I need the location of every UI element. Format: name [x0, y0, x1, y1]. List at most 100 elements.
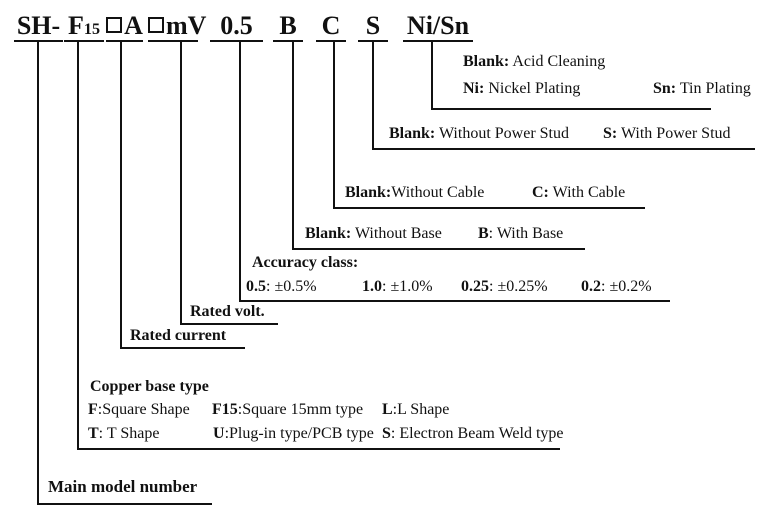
plating-sn-option: Sn: Tin Plating: [653, 79, 751, 99]
rule-rated-current: [120, 347, 245, 349]
rule-cable: [333, 207, 645, 209]
stud-blank-key: Blank:: [389, 125, 436, 142]
rule-power-stud: [372, 148, 755, 150]
copper-s-option: S: Electron Beam Weld type: [382, 424, 564, 444]
accuracy-025-key: 0.25: [461, 278, 489, 295]
copper-f-key: F: [88, 401, 98, 418]
copper-u-key: U: [213, 425, 225, 442]
accuracy-05-key: 0.5: [246, 278, 266, 295]
copper-t-key: T: [88, 425, 99, 442]
stud-s-value: With Power Stud: [617, 125, 731, 142]
code-part-sh-text: SH-: [16, 11, 61, 40]
copper-f15-key: F: [212, 401, 222, 418]
copper-l-option: L:L Shape: [382, 400, 449, 420]
copper-t-value: : T Shape: [98, 425, 160, 442]
code-part-cable: C: [316, 11, 346, 42]
code-part-f15: F15: [64, 11, 104, 42]
code-part-plating-text: Ni/Sn: [406, 11, 470, 40]
plating-ni-key: Ni:: [463, 80, 485, 97]
code-part-f15-text: F: [68, 11, 84, 40]
code-part-accuracy: 0.5: [210, 11, 263, 42]
connector-plating: [431, 42, 433, 108]
plating-ni-option: Ni: Nickel Plating: [463, 79, 580, 99]
rule-accuracy: [239, 300, 670, 302]
copper-s-value: : Electron Beam Weld type: [390, 425, 564, 442]
cable-blank-value: Without Cable: [391, 184, 485, 201]
accuracy-10-value: : ±1.0%: [382, 278, 433, 295]
accuracy-05-value: : ±0.5%: [266, 278, 317, 295]
copper-base-title: Copper base type: [90, 378, 209, 395]
code-part-stud-text: S: [365, 11, 381, 40]
connector-copper-base: [77, 42, 79, 448]
plating-sn-key: Sn:: [653, 80, 677, 97]
base-b-key: B: [478, 225, 489, 242]
stud-blank-value: Without Power Stud: [435, 125, 569, 142]
accuracy-title: Accuracy class:: [252, 254, 359, 271]
copper-f-value: :Square Shape: [97, 401, 190, 418]
code-part-amps-text: A: [124, 11, 143, 40]
plating-blank-value: Acid Cleaning: [509, 53, 606, 70]
connector-rated-current: [120, 42, 122, 347]
accuracy-option-025: 0.25: ±0.25%: [461, 277, 548, 297]
accuracy-10-key: 1.0: [362, 278, 382, 295]
stud-s-key: S:: [603, 125, 618, 142]
connector-power-stud: [372, 42, 374, 148]
code-part-stud: S: [358, 11, 388, 42]
copper-s-key: S: [382, 425, 391, 442]
stud-blank-option: Blank: Without Power Stud: [389, 124, 569, 144]
copper-t-option: T: T Shape: [88, 424, 159, 444]
copper-u-option: U:Plug-in type/PCB type: [213, 424, 374, 444]
copper-l-value: :L Shape: [392, 401, 450, 418]
connector-cable: [333, 42, 335, 207]
rule-plating: [431, 108, 711, 110]
connector-rated-volt: [180, 42, 182, 323]
base-blank-value: Without Base: [351, 225, 442, 242]
code-part-base: B: [273, 11, 303, 42]
accuracy-02-value: : ±0.2%: [601, 278, 652, 295]
code-part-mv-text: mV: [166, 11, 207, 40]
blank-square-icon: [106, 17, 123, 33]
rated-current-label: Rated current: [130, 327, 227, 344]
rule-main-model: [37, 503, 212, 505]
rule-base: [292, 248, 585, 250]
connector-accuracy: [239, 42, 241, 300]
rule-copper-base: [77, 448, 560, 450]
cable-blank-option: Blank:Without Cable: [345, 183, 484, 203]
main-model-label: Main model number: [48, 477, 198, 496]
copper-f-option: F:Square Shape: [88, 400, 190, 420]
stud-s-option: S: With Power Stud: [603, 124, 731, 144]
plating-blank-key: Blank:: [463, 53, 510, 70]
code-part-cable-text: C: [321, 11, 341, 40]
cable-blank-key: Blank:: [345, 184, 392, 201]
copper-l-key: L: [382, 401, 393, 418]
copper-f15-sub: 15: [221, 401, 238, 418]
accuracy-02-key: 0.2: [581, 278, 601, 295]
plating-blank-option: Blank: Acid Cleaning: [463, 52, 605, 72]
connector-base: [292, 42, 294, 248]
base-blank-key: Blank:: [305, 225, 352, 242]
base-blank-option: Blank: Without Base: [305, 224, 442, 244]
cable-c-key: C:: [532, 184, 549, 201]
plating-sn-value: Tin Plating: [676, 80, 751, 97]
code-part-mv: mV: [148, 11, 206, 42]
connector-main-model: [37, 42, 39, 503]
accuracy-option-10: 1.0: ±1.0%: [362, 277, 433, 297]
rule-rated-volt: [180, 323, 278, 325]
blank-square-icon: [148, 17, 164, 33]
code-part-sh: SH-: [14, 11, 63, 42]
accuracy-option-02: 0.2: ±0.2%: [581, 277, 652, 297]
copper-u-value: :Plug-in type/PCB type: [224, 425, 374, 442]
code-part-base-text: B: [279, 11, 297, 40]
code-part-accuracy-text: 0.5: [220, 11, 253, 40]
accuracy-option-05: 0.5: ±0.5%: [246, 277, 317, 297]
copper-f15-option: F15:Square 15mm type: [212, 400, 363, 420]
code-part-f15-sub: 15: [83, 21, 100, 38]
copper-f15-value: :Square 15mm type: [237, 401, 364, 418]
cable-c-option: C: With Cable: [532, 183, 625, 203]
plating-ni-value: Nickel Plating: [484, 80, 581, 97]
cable-c-value: With Cable: [548, 184, 626, 201]
base-b-value: : With Base: [488, 225, 564, 242]
rated-volt-label: Rated volt.: [190, 303, 265, 320]
accuracy-025-value: : ±0.25%: [489, 278, 548, 295]
